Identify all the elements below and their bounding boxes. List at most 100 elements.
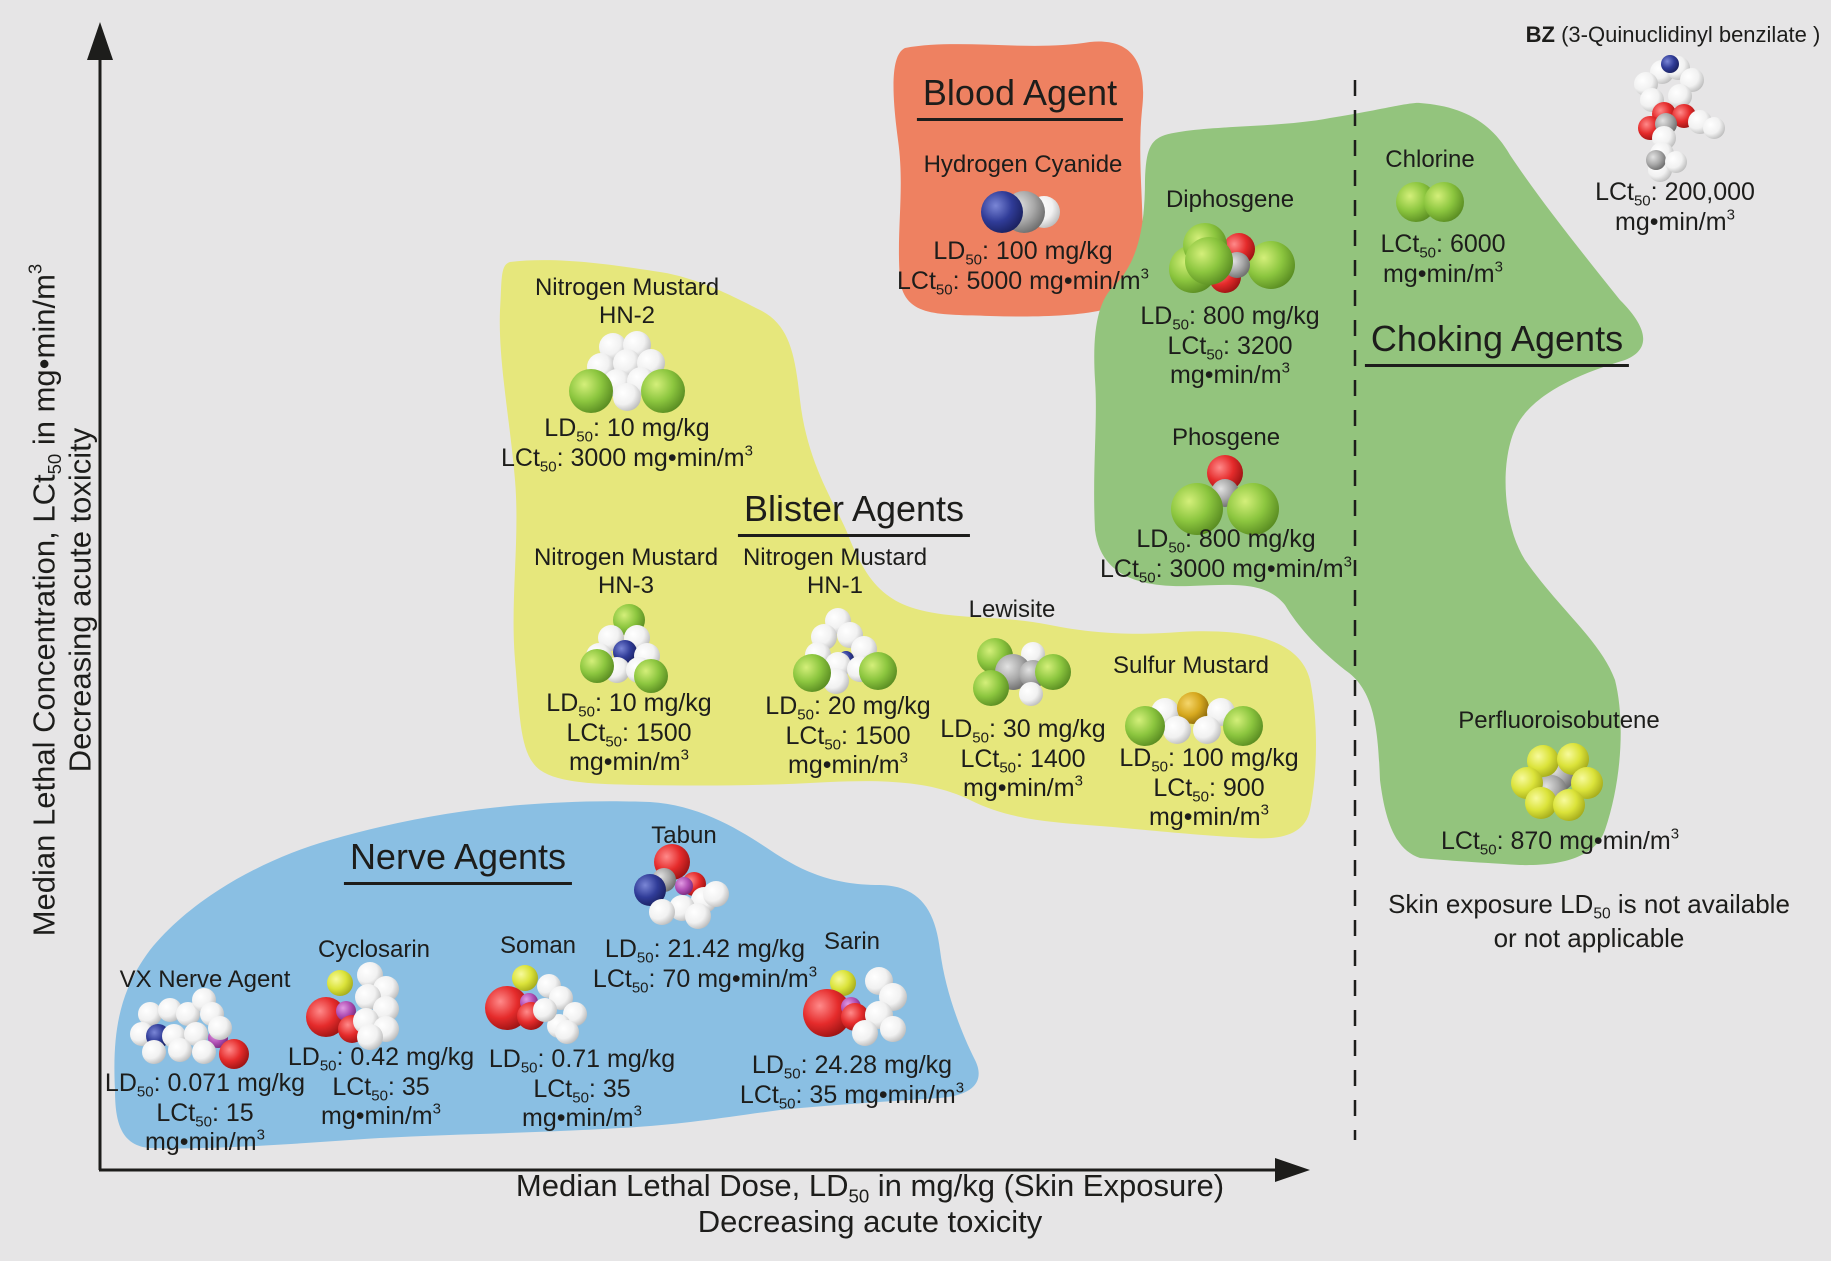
- agent-diphosgene-name: Diphosgene: [1166, 186, 1294, 214]
- subscript: 50: [935, 280, 953, 298]
- lct50-unit: mg•min/m3: [1140, 361, 1319, 391]
- label-text: 35: [602, 1074, 631, 1103]
- atom-h: [649, 899, 675, 925]
- label-text: :: [1650, 178, 1665, 206]
- label-text: mg/kg: [1223, 744, 1299, 772]
- label-text: VX Nerve Agent: [119, 966, 291, 993]
- label-text: :: [537, 1045, 552, 1073]
- lct50-unit: mg•min/m3: [1119, 803, 1298, 833]
- label-text: Nitrogen Mustard: [534, 274, 720, 301]
- label-text: 10: [608, 689, 637, 717]
- superscript: 3: [633, 1102, 642, 1120]
- label-text: 0.42: [350, 1043, 400, 1071]
- atom-cl: [569, 369, 613, 413]
- label-text: LD: [287, 1043, 320, 1071]
- agent-vx-name: VX Nerve Agent: [120, 966, 291, 994]
- atom-h: [880, 1016, 906, 1042]
- label-text: 1400: [1029, 744, 1086, 773]
- atom-cl: [1125, 706, 1165, 746]
- atom-h: [357, 1024, 383, 1050]
- atom-h: [1019, 682, 1043, 706]
- label-text: :: [841, 721, 855, 750]
- ld50-value: LD50: 24.28 mg/kg: [740, 1051, 964, 1081]
- agent-phosgene-values: LD50: 800 mg/kg LCt50: 3000 mg•min/m3: [1100, 525, 1352, 586]
- label-text: LD: [488, 1045, 521, 1073]
- nerve-agents-title: Nerve Agents: [343, 836, 573, 885]
- label-text: Skin exposure LD: [1388, 889, 1594, 919]
- atom-h: [533, 998, 557, 1022]
- atom-n: [981, 191, 1023, 233]
- lct50-value: LCt50: 3000 mg•min/m3: [501, 442, 753, 475]
- atom-f: [1571, 767, 1603, 799]
- agent-phosgene-name: Phosgene: [1172, 424, 1280, 452]
- label-text: mg•min/m: [1170, 361, 1282, 389]
- label-text: :: [653, 935, 668, 963]
- label-text: 0.71: [551, 1045, 601, 1073]
- atom-h: [373, 996, 399, 1022]
- label-text: mg•min/m: [1149, 803, 1261, 831]
- label-text: mg•min/m: [963, 774, 1075, 802]
- lct50-value: LCt50: 6000: [1380, 230, 1505, 260]
- label-text: LD: [933, 237, 966, 265]
- choking-agents-region: [1094, 102, 1644, 866]
- label-text: mg•min/m: [522, 1104, 634, 1132]
- atom-cl: [1396, 182, 1436, 222]
- atom-c: [1646, 150, 1666, 170]
- atom-h: [685, 903, 711, 929]
- lct50-value: LCt50: 35: [489, 1075, 675, 1105]
- agent-lewisite-name: Lewisite: [969, 596, 1056, 624]
- label-text: LCt: [1167, 331, 1207, 360]
- label-text: mg/kg: [1240, 525, 1316, 553]
- label-text: LCt: [1153, 773, 1193, 802]
- diphosgene-molecule-icon: [1169, 223, 1295, 293]
- hydrogen-cyanide-molecule-icon: [981, 191, 1060, 233]
- superscript: 3: [899, 749, 908, 767]
- agent-perfluoroisobutene-values: LCt50: 870 mg•min/m3: [1441, 827, 1679, 859]
- label-text: LD: [104, 1069, 137, 1097]
- subscript: 50: [539, 457, 557, 475]
- agent-sulfur-mustard-values: LD50: 100 mg/kg LCt50: 900 mg•min/m3: [1119, 744, 1298, 833]
- lct50-value: LCt50: 1400: [940, 745, 1105, 775]
- label-text: LCt: [960, 744, 1000, 773]
- superscript: 3: [744, 442, 753, 459]
- atom-h: [1163, 716, 1191, 744]
- atom-h: [168, 1038, 192, 1062]
- blood-agent-region: [893, 41, 1144, 317]
- subscript: 50: [1138, 568, 1156, 586]
- superscript: 3: [1281, 359, 1290, 377]
- agent-tabun-values: LD50: 21.42 mg/kg LCt50: 70 mg•min/m3: [593, 935, 818, 995]
- label-text: mg•min/m: [321, 1102, 433, 1130]
- label-text: :: [795, 1080, 810, 1109]
- label-text: mg•min/m: [1559, 827, 1671, 855]
- atom-h: [184, 1022, 208, 1046]
- atom-h: [555, 1020, 579, 1044]
- label-text: 0.071: [167, 1069, 231, 1097]
- subscript: 50: [783, 1065, 801, 1083]
- blood-agent-title: Blood Agent: [916, 72, 1124, 121]
- atom-cl: [641, 369, 685, 413]
- ld50-value: LD50: 10 mg/kg: [501, 414, 753, 444]
- label-text: mg•min/m: [1615, 207, 1727, 236]
- label-text: mg/kg: [855, 692, 931, 720]
- agent-chlorine-values: LCt50: 6000 mg•min/m3: [1380, 230, 1505, 289]
- atom-h: [158, 998, 182, 1022]
- sulfur-mustard-molecule-icon: [1125, 692, 1263, 746]
- label-text: Median Lethal Dose, LD: [515, 1168, 849, 1203]
- label-text: Sarin: [823, 928, 881, 955]
- label-text: :: [952, 266, 967, 295]
- x-axis-subtitle: Decreasing acute toxicity: [697, 1203, 1043, 1239]
- label-text: :: [594, 689, 609, 717]
- label-text: :: [556, 443, 571, 472]
- soman-molecule-icon: [485, 965, 587, 1044]
- atom-cl: [1035, 654, 1071, 690]
- label-text: Phosgene: [1171, 424, 1281, 451]
- label-text: LCt: [785, 721, 825, 750]
- subscript: 50: [1479, 841, 1497, 859]
- label-text: LD: [751, 1051, 784, 1079]
- label-text: mg•min/m: [1029, 266, 1141, 295]
- label-text: Perfluoroisobutene: [1458, 707, 1660, 734]
- atom-h: [176, 1002, 200, 1026]
- superscript: 3: [808, 963, 818, 980]
- agent-bz-values: LCt50: 200,000 mg•min/m3: [1595, 178, 1755, 237]
- label-text: :: [800, 1051, 815, 1079]
